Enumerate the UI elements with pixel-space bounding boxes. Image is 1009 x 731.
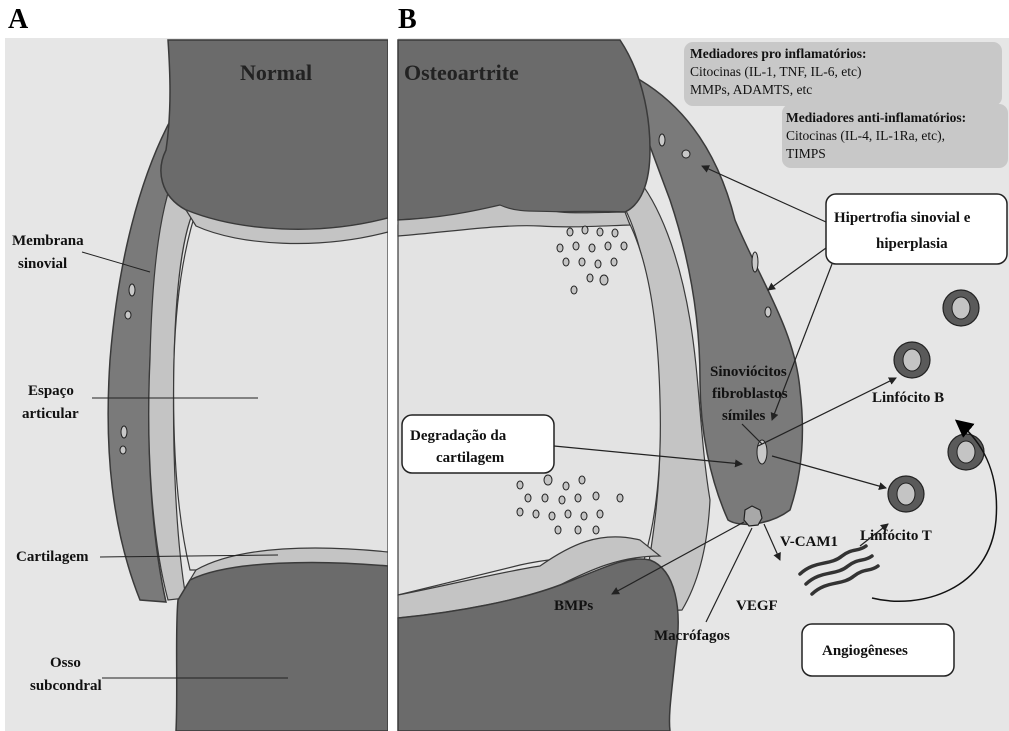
label-cartilagem: Cartilagem [16, 549, 89, 565]
lymphocyte-right-icon [948, 434, 984, 470]
label-membrana-1: Membrana [12, 233, 84, 249]
linfocito-t-label: Linfócito T [860, 528, 932, 544]
normal-lower-bone [176, 563, 388, 731]
macrofagos-label: Macrófagos [654, 628, 730, 644]
lymphocyte-t-icon [888, 476, 924, 512]
degradacao-line2: cartilagem [436, 450, 505, 466]
panel-letter-b: B [398, 4, 417, 35]
hipertrofia-line1: Hipertrofia sinovial e [834, 210, 971, 226]
sinov-line3: símiles [722, 408, 765, 424]
hipertrofia-box [826, 194, 1007, 264]
angiogeneses-label: Angiogêneses [822, 643, 908, 659]
vegf-label: VEGF [736, 598, 778, 614]
pro-mediators-line2: MMPs, ADAMTS, etc [690, 82, 812, 97]
pro-mediators-line1: Citocinas (IL-1, TNF, IL-6, etc) [690, 64, 862, 79]
degradacao-line1: Degradação da [410, 428, 507, 444]
vcam-label: V-CAM1 [780, 534, 838, 550]
lymphocyte-b-icon [894, 342, 930, 378]
panel-letter-a: A [8, 4, 29, 35]
pro-mediators-title: Mediadores pro inflamatórios: [690, 46, 867, 61]
label-osso-2: subcondral [30, 678, 102, 694]
sinov-line2: fibroblastos [712, 386, 788, 402]
anti-mediators-line1: Citocinas (IL-4, IL-1Ra, etc), [786, 128, 945, 143]
label-espaco-1: Espaço [28, 383, 74, 399]
label-espaco-2: articular [22, 406, 79, 422]
panel-divider [388, 38, 398, 731]
label-membrana-2: sinovial [18, 256, 67, 272]
anti-mediators-title: Mediadores anti-inflamatórios: [786, 110, 966, 125]
label-osso-1: Osso [50, 655, 81, 671]
normal-title: Normal [240, 60, 312, 85]
panel-osteoartrite: Mediadores pro inflamatórios: Citocinas … [398, 4, 1009, 731]
oa-title: Osteoartrite [404, 60, 519, 85]
lymphocyte-top-icon [943, 290, 979, 326]
macrophage-icon [744, 506, 762, 526]
linfocito-b-label: Linfócito B [872, 390, 944, 406]
hipertrofia-line2: hiperplasia [876, 236, 948, 252]
normal-joint-space [174, 205, 388, 570]
sinov-line1: Sinoviócitos [710, 364, 787, 380]
panel-normal: A Normal Membrana sinovial Espaço articu… [5, 4, 388, 731]
bmps-label: BMPs [554, 598, 593, 614]
anti-mediators-line2: TIMPS [786, 146, 826, 161]
